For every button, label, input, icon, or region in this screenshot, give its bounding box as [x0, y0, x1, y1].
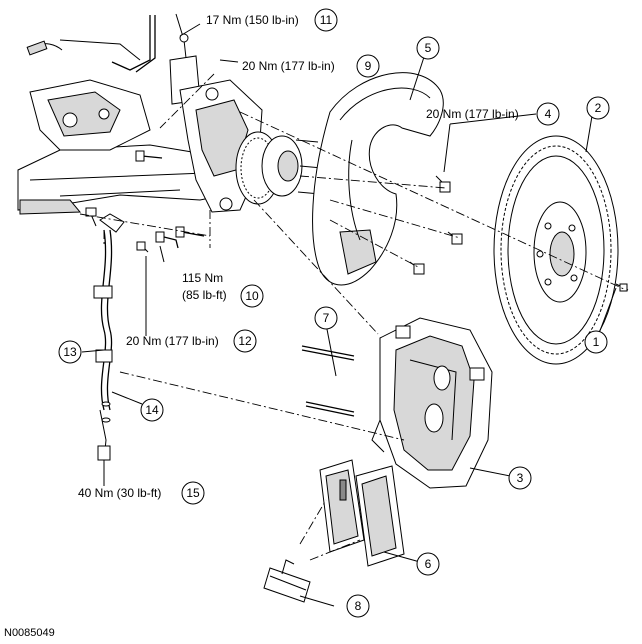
brake-caliper [371, 317, 493, 489]
callout-15-number: 15 [186, 486, 200, 500]
callout-4-number: 4 [545, 107, 552, 121]
callout-10-torque-label-secondary: (85 lb-ft) [182, 288, 227, 302]
callout-1-number: 1 [593, 335, 600, 349]
callout-8-circle [346, 594, 370, 618]
callout-6-circle [416, 552, 440, 576]
callout-13-number: 13 [63, 345, 77, 359]
callout-2-number: 2 [595, 101, 602, 115]
callout-11-number: 11 [320, 13, 333, 27]
callout-5-circle [416, 36, 440, 60]
callout-3-number: 3 [517, 471, 524, 485]
callout-11-torque-label: 17 Nm (150 lb-in) [206, 13, 299, 27]
callout-10-torque-label: 115 Nm [182, 271, 223, 285]
anti-rattle-clip [263, 559, 311, 603]
callout-4-torque-label: 20 Nm (177 lb-in) [426, 107, 519, 121]
suspension-knuckle-assembly [17, 13, 323, 233]
callout-5-number: 5 [425, 41, 432, 55]
callout-2-circle [586, 96, 610, 120]
callout-9-number: 9 [365, 59, 372, 73]
callout-11-circle [314, 8, 338, 32]
callout-1-circle [584, 330, 608, 354]
callout-6-number: 6 [425, 557, 432, 571]
callout-10-circle [240, 284, 264, 308]
callout-12-number: 12 [238, 334, 252, 348]
callout-14-number: 14 [145, 403, 159, 417]
brake-disc-rotor [493, 135, 619, 365]
callout-9-circle [356, 54, 380, 78]
callout-8-number: 8 [355, 599, 362, 613]
callout-leaders [81, 23, 617, 607]
callout-14-circle [140, 398, 164, 422]
callout-7-circle [314, 306, 338, 330]
callout-10-number: 10 [245, 289, 259, 303]
callout-9-torque-label: 20 Nm (177 lb-in) [242, 59, 335, 73]
callout-12-circle [233, 329, 257, 353]
figure-reference-code: N0085049 [4, 627, 55, 639]
callout-15-circle [181, 481, 205, 505]
brake-hose-assembly [93, 229, 113, 461]
assembly-centerlines [79, 73, 627, 561]
callout-13-circle [58, 340, 82, 364]
callout-7-number: 7 [323, 311, 330, 325]
caliper-pin-bolts [301, 345, 355, 417]
callout-12-torque-label: 20 Nm (177 lb-in) [126, 334, 219, 348]
callout-3-circle [508, 466, 532, 490]
callout-15-torque-label: 40 Nm (30 lb-ft) [78, 486, 161, 500]
brake-pads [319, 459, 405, 567]
brake-dust-shield [312, 72, 444, 286]
callout-4-circle [536, 102, 560, 126]
